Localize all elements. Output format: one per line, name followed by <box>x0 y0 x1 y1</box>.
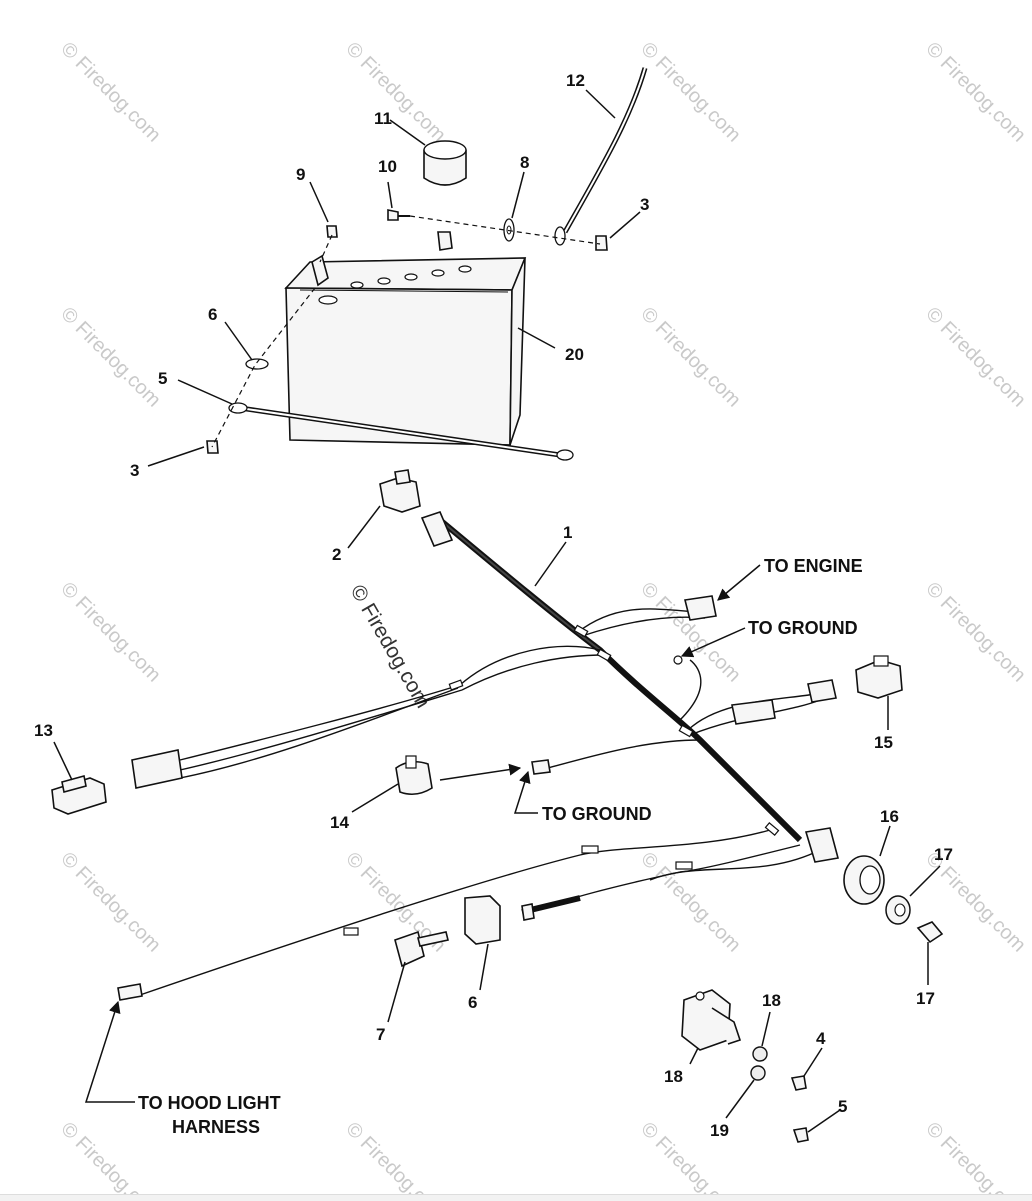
callout-4: 5 <box>158 369 167 388</box>
callout-10: 13 <box>34 721 53 740</box>
callout-19: 6 <box>468 993 477 1012</box>
note-to-hood-light: TO HOOD LIGHT <box>138 1093 281 1113</box>
watermark-text: © Firedog.com <box>921 303 1030 412</box>
watermark-text: © Firedog.com <box>56 38 165 147</box>
watermark-layer: © Firedog.com © Firedog.com © Firedog.co… <box>56 38 1030 1200</box>
positive-cable <box>554 67 648 246</box>
callout-17: 18 <box>762 991 781 1010</box>
key-20 <box>394 930 449 968</box>
hardware <box>206 209 608 454</box>
pto-switch <box>681 989 742 1051</box>
callout-13: 16 <box>880 807 899 826</box>
callout-3: 3 <box>640 195 649 214</box>
watermark-text: © Firedog.com <box>56 1118 165 1200</box>
note-to-ground: TO GROUND <box>542 804 652 824</box>
watermark-text: © Firedog.com <box>56 578 165 687</box>
callout-7: 11 <box>374 109 392 128</box>
fuse-holder <box>379 469 421 513</box>
watermark-text-center: © Firedog.com <box>346 581 435 712</box>
watermark-text: © Firedog.com <box>921 38 1030 147</box>
assembly-line <box>319 234 333 263</box>
callout-15: 17 <box>916 989 935 1008</box>
relay-12 <box>855 655 903 699</box>
note-harness: HARNESS <box>172 1117 260 1137</box>
watermark-text: © Firedog.com <box>341 38 450 147</box>
callout-14: 17 <box>934 845 953 864</box>
terminal-cover <box>423 140 467 186</box>
relay-10 <box>51 775 107 815</box>
watermark-text: © Firedog.com <box>56 303 165 412</box>
watermark-text: © Firedog.com <box>56 848 165 957</box>
knob <box>750 1065 766 1081</box>
callout-9: 20 <box>565 345 584 364</box>
switch-11 <box>395 755 433 796</box>
callout-5: 8 <box>520 153 529 172</box>
callout-17: 19 <box>710 1121 729 1140</box>
pointer-arrows <box>84 564 761 1103</box>
fuse-box-cover <box>464 895 501 945</box>
callout-3: 3 <box>130 461 139 480</box>
callout-18: 5 <box>838 1097 847 1116</box>
callout-16: 18 <box>664 1067 683 1086</box>
watermark-text: © Firedog.com <box>636 578 745 687</box>
page-bottom-strip <box>0 1194 1032 1201</box>
watermark-text: © Firedog.com <box>636 38 745 147</box>
knob <box>752 1046 768 1062</box>
leader-lines <box>53 89 941 1133</box>
battery <box>284 231 527 446</box>
callout-1: 1 <box>563 523 572 542</box>
callout-6: 10 <box>378 157 397 176</box>
watermark-text: © Firedog.com <box>921 1118 1030 1200</box>
callout-2: 2 <box>332 545 341 564</box>
watermark-text: © Firedog.com <box>636 303 745 412</box>
note-to-ground: TO GROUND <box>748 618 858 638</box>
callout-20: 7 <box>376 1025 385 1044</box>
callout-numbers: 12 11 9 10 8 3 20 6 5 3 2 1 13 14 15 16 … <box>34 71 953 1140</box>
watermark-text: © Firedog.com <box>341 1118 450 1200</box>
callout-6: 9 <box>296 165 305 184</box>
clip <box>790 1075 807 1091</box>
ignition-switch <box>843 855 885 905</box>
watermark-text: © Firedog.com <box>921 848 1030 957</box>
callout-18: 4 <box>816 1029 826 1048</box>
ignition-nut <box>885 895 911 925</box>
note-to-engine: TO ENGINE <box>764 556 863 576</box>
watermark-text: © Firedog.com <box>921 578 1030 687</box>
clip <box>792 1127 809 1143</box>
wiring-harness <box>117 511 839 1001</box>
callout-11: 14 <box>330 813 349 832</box>
callout-5: 6 <box>208 305 217 324</box>
ignition-key <box>916 921 944 944</box>
annotations: TO ENGINE TO GROUND TO GROUND TO HOOD LI… <box>138 556 863 1137</box>
callout-12: 15 <box>874 733 893 752</box>
negative-cable <box>228 402 574 461</box>
callout-8: 12 <box>566 71 585 90</box>
